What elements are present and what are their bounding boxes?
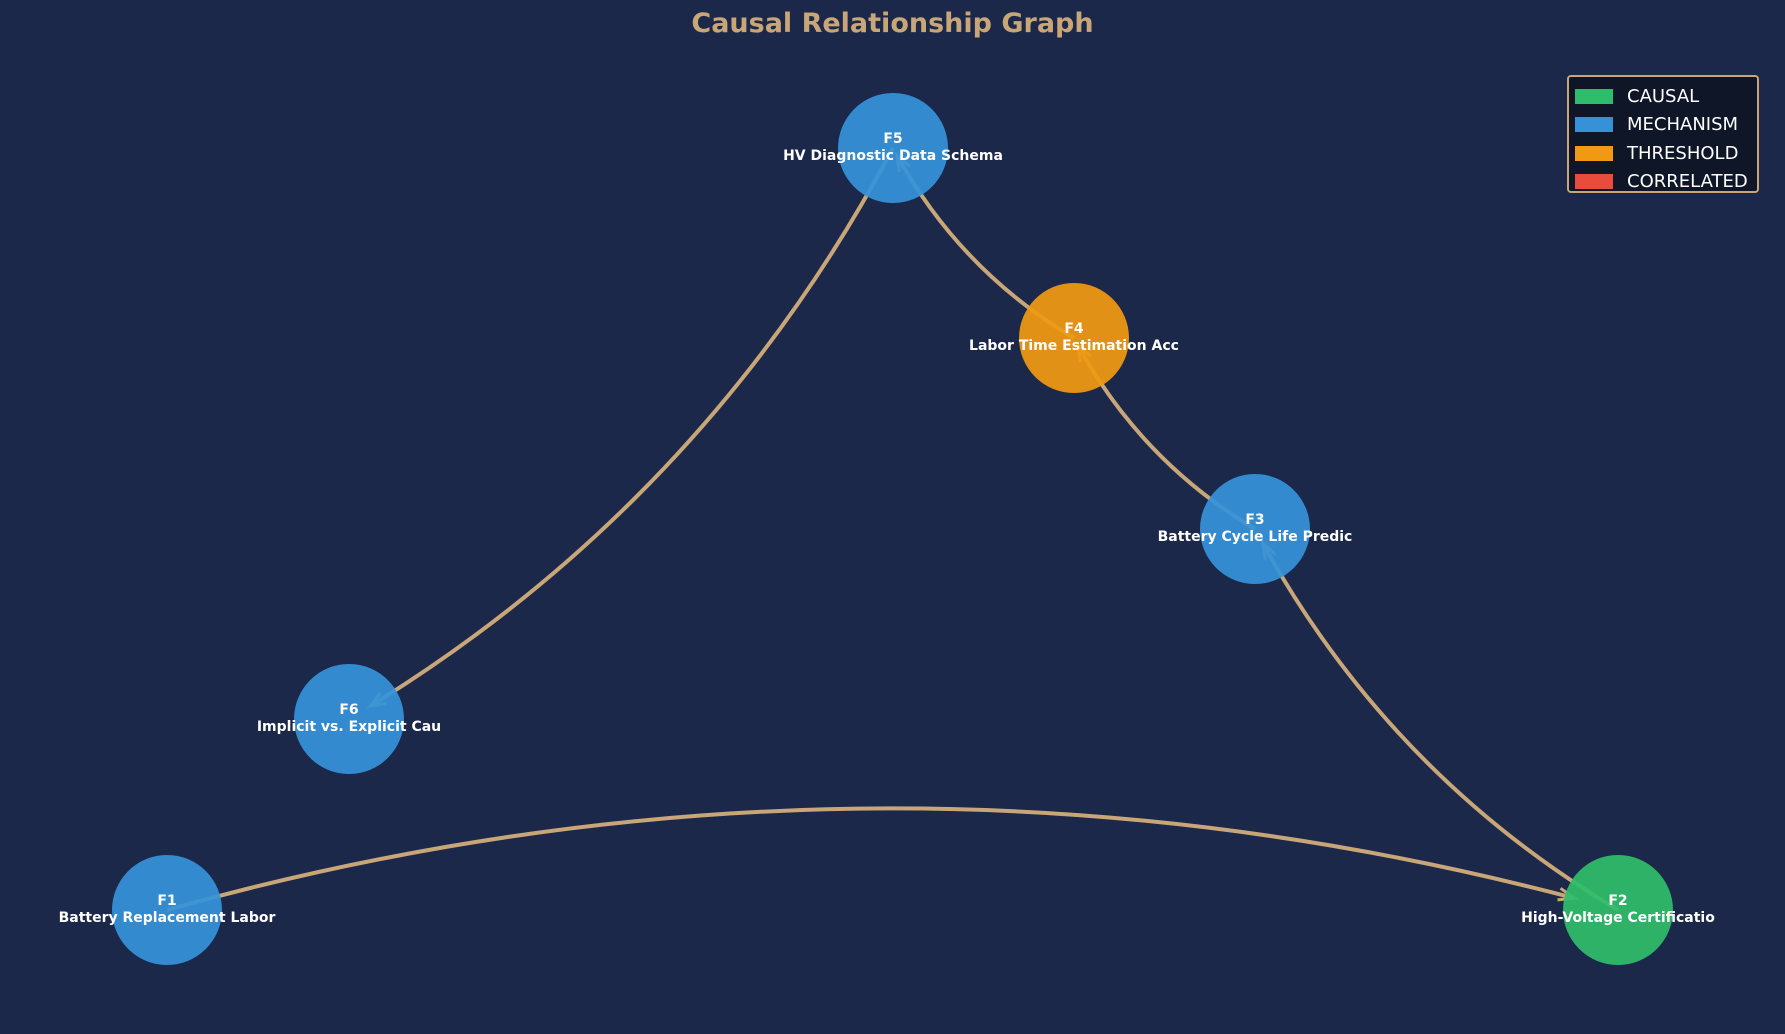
node-id-f5: F5 [883,131,902,147]
node-id-f6: F6 [339,702,358,718]
node-label-f2: High-Voltage Certificatio [1521,910,1715,926]
node-id-f2: F2 [1608,893,1627,909]
node-circle-f3 [1200,474,1310,584]
legend-item-causal: CAUSAL [1575,82,1757,111]
legend-swatch-causal [1575,88,1613,104]
legend-label-correlated: CORRELATED [1627,171,1748,193]
node-label-f4: Labor Time Estimation Acc [969,338,1179,354]
node-circle-f5 [838,93,948,203]
legend-item-mechanism: MECHANISM [1575,111,1757,140]
legend: CAUSAL MECHANISM THRESHOLD CORRELATED [1567,75,1759,193]
edges-layer [166,147,1620,912]
legend-label-threshold: THRESHOLD [1627,142,1739,164]
node-label-f1: Battery Replacement Labor [59,910,276,926]
legend-swatch-correlated [1575,174,1613,190]
edge-f5-f6 [370,147,895,706]
graph-title: Causal Relationship Graph [691,8,1094,39]
node-circle-f1 [112,855,222,965]
legend-label-mechanism: MECHANISM [1627,114,1739,136]
node-id-f1: F1 [157,893,176,909]
legend-swatch-threshold [1575,145,1613,161]
node-circle-f6 [294,664,404,774]
edge-f1-f2 [166,806,1574,912]
node-label-f6: Implicit vs. Explicit Cau [257,719,441,735]
legend-item-threshold: THRESHOLD [1575,139,1757,168]
edge-f2-f3 [1263,543,1620,912]
node-id-f4: F4 [1064,321,1084,337]
legend-swatch-mechanism [1575,117,1613,133]
legend-label-causal: CAUSAL [1627,85,1700,107]
node-circle-f2 [1563,855,1673,965]
node-label-f3: Battery Cycle Life Predic [1158,529,1353,545]
node-circle-f4 [1019,283,1129,393]
node-id-f3: F3 [1245,512,1264,528]
legend-item-correlated: CORRELATED [1575,168,1757,197]
node-label-f5: HV Diagnostic Data Schema [783,148,1003,164]
